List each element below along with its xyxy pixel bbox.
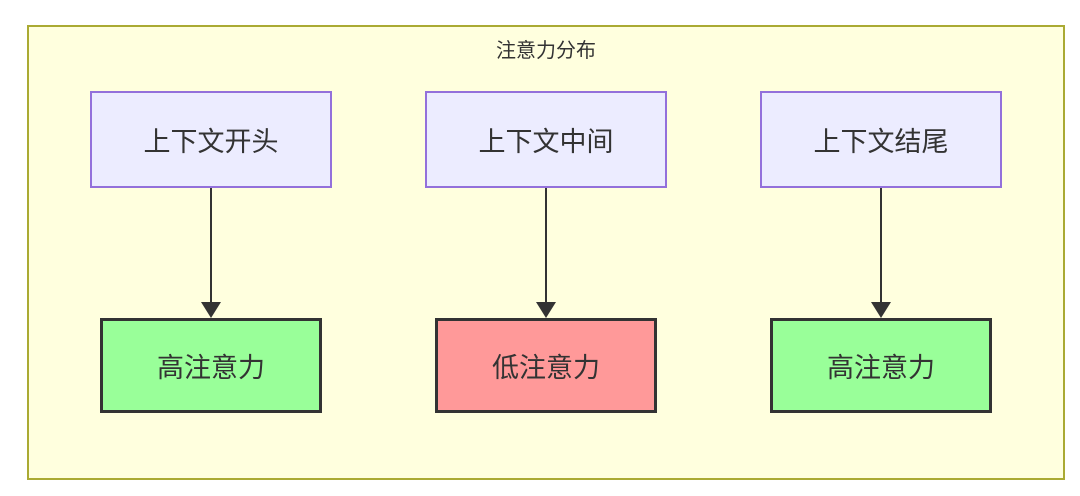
column-context-end: 上下文结尾 高注意力 — [760, 91, 1002, 413]
arrow-down-icon — [201, 302, 221, 318]
node-attention-middle: 低注意力 — [435, 318, 657, 413]
node-context-end: 上下文结尾 — [760, 91, 1002, 188]
column-context-start: 上下文开头 高注意力 — [90, 91, 332, 413]
arrow-line — [880, 188, 882, 302]
node-attention-end: 高注意力 — [770, 318, 992, 413]
node-context-start: 上下文开头 — [90, 91, 332, 188]
column-context-middle: 上下文中间 低注意力 — [425, 91, 667, 413]
node-attention-start: 高注意力 — [100, 318, 322, 413]
arrow-line — [545, 188, 547, 302]
arrow-line — [210, 188, 212, 302]
arrow-context-end — [871, 188, 891, 318]
arrow-down-icon — [871, 302, 891, 318]
arrow-context-start — [201, 188, 221, 318]
node-context-middle: 上下文中间 — [425, 91, 667, 188]
arrow-down-icon — [536, 302, 556, 318]
attention-distribution-container: 注意力分布 上下文开头 高注意力 上下文中间 低注意力 上下文结尾 — [27, 25, 1065, 480]
arrow-context-middle — [536, 188, 556, 318]
diagram-title: 注意力分布 — [496, 40, 596, 62]
flow-columns: 上下文开头 高注意力 上下文中间 低注意力 上下文结尾 — [29, 91, 1063, 413]
